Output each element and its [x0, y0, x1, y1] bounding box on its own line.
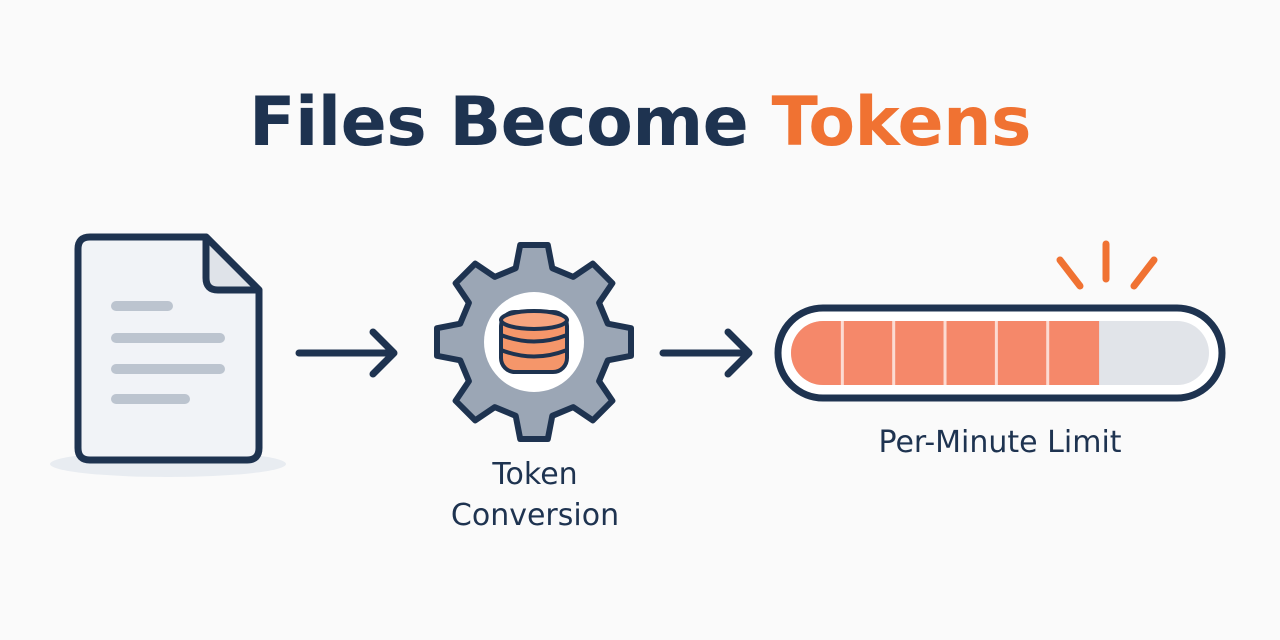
per-minute-limit-label: Per-Minute Limit [878, 425, 1122, 460]
meter-segment-dividers [840, 321, 1050, 385]
token-conversion-line1: Token [492, 457, 578, 492]
progress-meter-icon [774, 304, 1226, 402]
alert-burst-icon [1056, 240, 1158, 290]
title-accent: Tokens [771, 83, 1031, 162]
arrow-icon-2 [659, 328, 753, 378]
token-stack-icon [499, 309, 569, 374]
page-title: Files Become Tokens [0, 82, 1280, 164]
gear-icon [434, 242, 634, 442]
arrow-icon-1 [295, 328, 398, 378]
token-conversion-label: Token Conversion [395, 454, 675, 537]
title-main: Files Become [249, 83, 772, 162]
document-icon [50, 233, 286, 477]
token-conversion-line2: Conversion [450, 498, 620, 534]
